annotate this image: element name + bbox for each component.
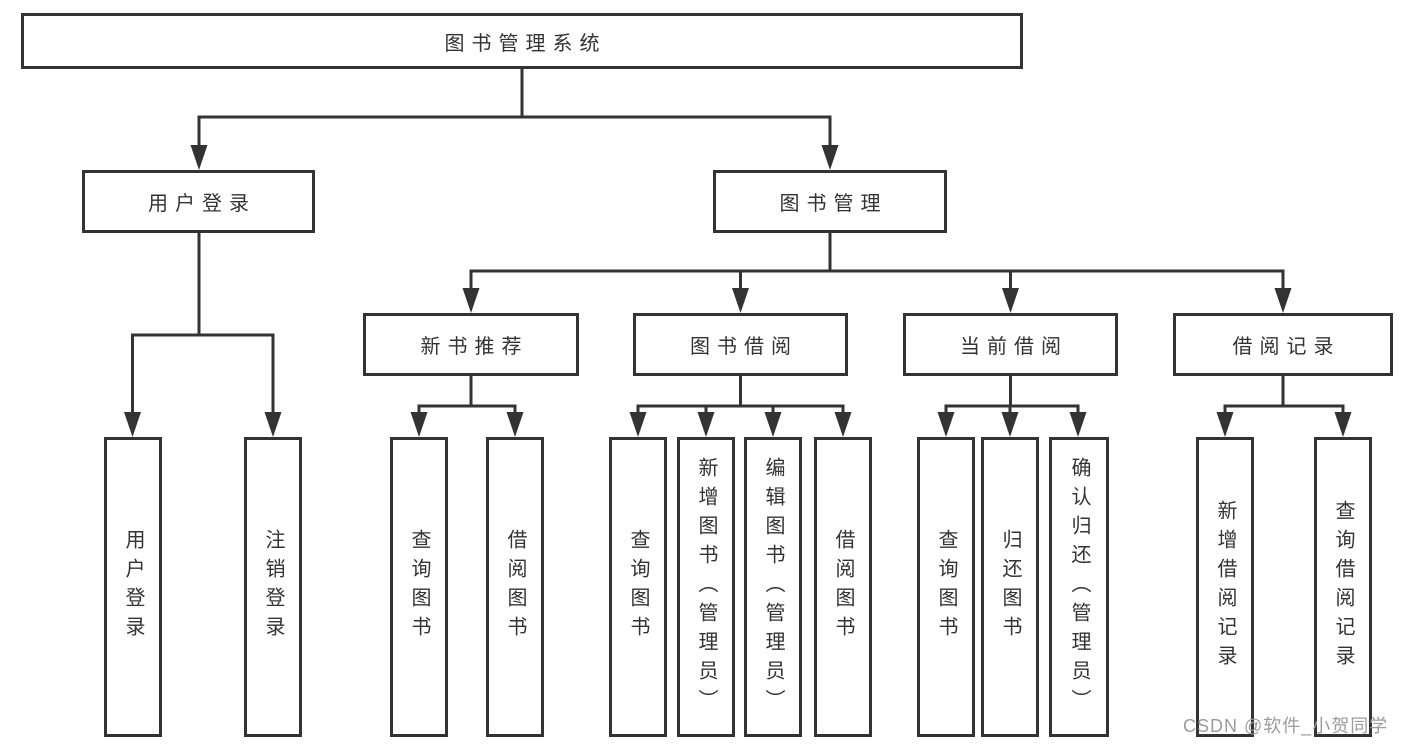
node-book-management: 图书管理 [713,170,947,233]
node-label: 查询图书 [408,529,430,645]
node-new-book-recommend: 新书推荐 [363,313,579,376]
leaf-return-books: 归还图书 [981,437,1039,737]
node-label: 确认归还（管理员） [1068,456,1090,718]
node-label: 借阅图书 [832,529,854,645]
leaf-edit-books-admin: 编辑图书（管理员） [744,437,802,737]
csdn-watermark: CSDN @软件_小贺同学 [1183,716,1389,736]
node-label: 新增借阅记录 [1214,500,1236,674]
node-label: 用户登录 [148,193,256,215]
node-label: 图书管理系统 [444,32,607,55]
node-label: 编辑图书（管理员） [762,456,784,718]
node-user-login: 用户登录 [82,170,315,233]
node-label: 借阅记录 [1232,336,1341,358]
node-label: 查询图书 [935,529,957,645]
node-current-borrow: 当前借阅 [903,313,1118,376]
node-label: 新书推荐 [420,336,529,358]
node-label: 新增图书（管理员） [695,456,717,718]
arrowheads [124,145,1352,437]
leaf-add-borrow-record: 新增借阅记录 [1196,437,1254,737]
leaf-confirm-return-admin: 确认归还（管理员） [1049,437,1109,737]
leaf-query-books-borrow: 查询图书 [609,437,667,737]
leaf-user-login: 用户登录 [104,437,162,737]
node-label: 用户登录 [122,529,144,645]
leaf-logout: 注销登录 [244,437,302,737]
leaf-query-borrow-record: 查询借阅记录 [1314,437,1372,737]
node-label: 归还图书 [999,529,1021,645]
node-label: 借阅图书 [504,529,526,645]
leaf-add-books-admin: 新增图书（管理员） [677,437,735,737]
node-borrow-records: 借阅记录 [1173,313,1393,376]
node-label: 图书借阅 [690,336,798,358]
node-label: 当前借阅 [960,336,1068,358]
node-label: 注销登录 [262,529,284,645]
node-label: 图书管理 [779,193,888,215]
node-label: 查询借阅记录 [1332,500,1354,674]
leaf-borrow-books: 借阅图书 [814,437,872,737]
node-label: 查询图书 [627,529,649,645]
leaf-borrow-books-recommend: 借阅图书 [486,437,544,737]
leaf-query-books-recommend: 查询图书 [390,437,448,737]
node-root-library-system: 图书管理系统 [21,13,1023,69]
node-book-borrow: 图书借阅 [633,313,848,376]
leaf-query-books-current: 查询图书 [917,437,975,737]
